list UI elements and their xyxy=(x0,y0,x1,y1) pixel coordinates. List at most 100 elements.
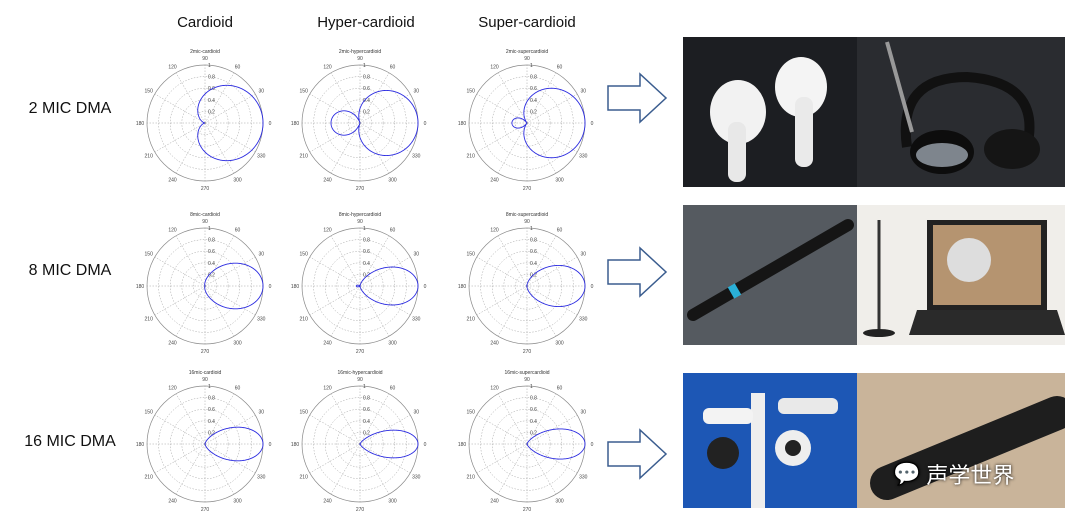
grid-spoke xyxy=(309,256,361,287)
grid-spoke xyxy=(359,256,411,287)
beam-pattern-trace xyxy=(355,266,419,306)
radial-tick-label: 0.2 xyxy=(530,430,537,436)
angle-tick-label: 330 xyxy=(412,475,421,481)
angle-tick-label: 150 xyxy=(145,410,154,416)
radial-tick-label: 0.4 xyxy=(363,419,370,425)
grid-spoke xyxy=(309,93,361,124)
angle-tick-label: 0 xyxy=(591,284,594,290)
radial-tick-label: 0.8 xyxy=(363,75,370,81)
watermark: 💬 声学世界 xyxy=(893,461,1015,488)
angle-tick-label: 60 xyxy=(390,386,396,392)
grid-circle xyxy=(515,432,539,456)
radial-tick-label: 0.4 xyxy=(363,261,370,267)
angle-tick-label: 210 xyxy=(467,317,476,323)
grid-spoke xyxy=(359,93,411,124)
photo-security-cameras xyxy=(683,373,857,508)
angle-tick-label: 240 xyxy=(168,340,177,346)
angle-tick-label: 60 xyxy=(557,65,563,71)
angle-tick-label: 90 xyxy=(357,56,363,62)
radial-tick-label: 0.8 xyxy=(363,238,370,244)
grid-spoke xyxy=(330,443,361,495)
grid-spoke xyxy=(476,414,528,445)
grid-spoke xyxy=(309,414,361,445)
angle-tick-label: 30 xyxy=(414,252,420,258)
angle-tick-label: 300 xyxy=(388,340,397,346)
radial-tick-label: 0.6 xyxy=(363,407,370,413)
angle-tick-label: 120 xyxy=(490,65,499,71)
angle-tick-label: 180 xyxy=(136,284,145,290)
grid-circle xyxy=(336,262,384,310)
angle-tick-label: 120 xyxy=(323,65,332,71)
angle-tick-label: 90 xyxy=(524,377,530,383)
grid-spoke xyxy=(526,122,578,153)
grid-spoke xyxy=(330,235,361,287)
grid-spoke xyxy=(526,72,557,124)
polar-plot: 2mic-cardioid030609012015018021024027030… xyxy=(136,49,272,192)
angle-tick-label: 120 xyxy=(168,65,177,71)
radial-tick-label: 0.2 xyxy=(363,109,370,115)
grid-spoke xyxy=(497,393,528,445)
photo-conference-mic-laptop xyxy=(857,205,1065,345)
grid-spoke xyxy=(204,235,235,287)
angle-tick-label: 90 xyxy=(357,377,363,383)
angle-tick-label: 90 xyxy=(524,56,530,62)
radial-tick-label: 0.2 xyxy=(530,109,537,115)
plot-title: 2mic-hypercardioid xyxy=(339,49,381,55)
angle-tick-label: 210 xyxy=(467,475,476,481)
grid-circle xyxy=(336,99,384,147)
grid-circle xyxy=(503,420,551,468)
radial-tick-label: 0.2 xyxy=(208,430,215,436)
grid-spoke xyxy=(359,414,411,445)
angle-tick-label: 90 xyxy=(202,56,208,62)
angle-tick-label: 300 xyxy=(233,177,242,183)
grid-spoke xyxy=(330,285,361,337)
beam-pattern-trace xyxy=(204,426,264,462)
angle-tick-label: 60 xyxy=(390,228,396,234)
grid-spoke xyxy=(476,122,528,153)
angle-tick-label: 210 xyxy=(145,475,154,481)
angle-tick-label: 180 xyxy=(136,442,145,448)
angle-tick-label: 90 xyxy=(357,219,363,225)
plot-title: 8mic-cardioid xyxy=(190,212,220,218)
angle-tick-label: 30 xyxy=(414,410,420,416)
angle-tick-label: 0 xyxy=(269,284,272,290)
angle-tick-label: 300 xyxy=(555,498,564,504)
photo-shotgun-mic xyxy=(683,205,857,345)
arrow-right-icon xyxy=(607,428,668,480)
radial-tick-label: 0.2 xyxy=(363,272,370,278)
grid-spoke xyxy=(204,285,235,337)
angle-tick-label: 150 xyxy=(467,410,476,416)
plot-title: 8mic-supercardioid xyxy=(506,212,548,218)
radial-tick-label: 0.4 xyxy=(530,419,537,425)
angle-tick-label: 120 xyxy=(323,228,332,234)
grid-circle xyxy=(181,262,229,310)
radial-tick-label: 1 xyxy=(530,63,533,69)
grid-circle xyxy=(503,262,551,310)
angle-tick-label: 300 xyxy=(555,177,564,183)
angle-tick-label: 330 xyxy=(412,317,421,323)
radial-tick-label: 1 xyxy=(208,63,211,69)
angle-tick-label: 60 xyxy=(235,228,241,234)
photo-foam-mic xyxy=(857,373,1065,508)
grid-spoke xyxy=(204,393,235,445)
grid-spoke xyxy=(497,235,528,287)
angle-tick-label: 150 xyxy=(145,252,154,258)
polar-plot: 8mic-supercardioid0306090120150180210240… xyxy=(458,212,594,355)
grid-circle xyxy=(170,251,240,321)
grid-circle xyxy=(503,99,551,147)
beam-pattern-trace xyxy=(330,90,419,156)
grid-circle xyxy=(181,99,229,147)
angle-tick-label: 180 xyxy=(291,121,300,127)
grid-spoke xyxy=(330,72,361,124)
grid-spoke xyxy=(526,285,578,316)
angle-tick-label: 60 xyxy=(557,228,563,234)
radial-tick-label: 0.2 xyxy=(208,109,215,115)
angle-tick-label: 120 xyxy=(168,386,177,392)
grid-spoke xyxy=(204,285,256,316)
angle-tick-label: 300 xyxy=(555,340,564,346)
plot-title: 8mic-hypercardioid xyxy=(339,212,381,218)
angle-tick-label: 240 xyxy=(490,498,499,504)
angle-tick-label: 150 xyxy=(467,89,476,95)
photo-airpods xyxy=(683,37,857,187)
beam-pattern-trace xyxy=(526,428,586,460)
